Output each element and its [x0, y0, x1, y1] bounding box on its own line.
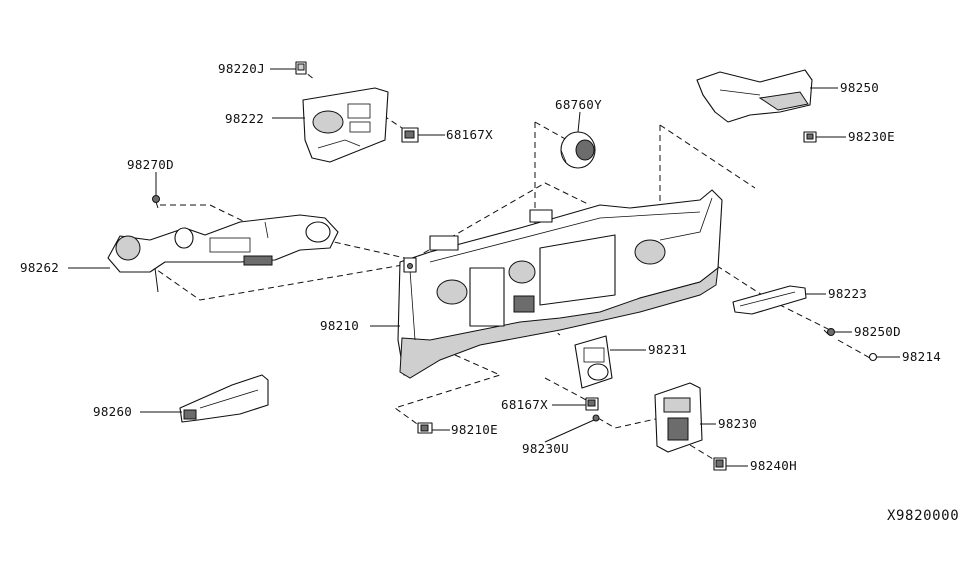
part-98270d-screw [152, 195, 160, 209]
label-98222: 98222 [225, 111, 264, 126]
label-98260: 98260 [93, 404, 132, 419]
label-98210e: 98210E [451, 422, 498, 437]
part-68760y-socket [560, 131, 596, 169]
label-98262: 98262 [20, 260, 59, 275]
label-98250: 98250 [840, 80, 879, 95]
part-68167x-bottom-clip [585, 397, 599, 411]
part-98222-bracket [302, 87, 389, 163]
part-98223-trim [732, 285, 807, 315]
diagram-reference-code: X9820000 [887, 508, 959, 524]
label-98270d: 98270D [127, 157, 174, 172]
part-98260-trim [179, 374, 269, 423]
label-98231: 98231 [648, 342, 687, 357]
label-98223: 98223 [828, 286, 867, 301]
label-68760y: 68760Y [555, 97, 602, 112]
leader-lines [68, 68, 900, 467]
part-68167x-top-clip [401, 127, 419, 143]
part-98230e-clip [803, 131, 817, 143]
part-98240h-clip [713, 457, 727, 471]
label-98220j: 98220J [218, 61, 265, 76]
label-98230e: 98230E [848, 129, 895, 144]
part-98250-bracket [696, 69, 813, 123]
part-98231-bracket [574, 335, 613, 389]
part-labels: 98220J 98222 68167X 98270D 98262 98210 9… [20, 61, 959, 524]
part-98250d-screw [823, 328, 835, 336]
part-98230u-screw [592, 414, 600, 422]
label-98240h: 98240H [750, 458, 797, 473]
part-98210e-clip [417, 422, 433, 434]
label-98230: 98230 [718, 416, 757, 431]
part-98214-cap [868, 352, 878, 362]
part-98210-instrument-panel [397, 189, 723, 379]
label-98250d: 98250D [854, 324, 901, 339]
label-98214: 98214 [902, 349, 941, 364]
part-98220j-clip [295, 61, 307, 75]
label-68167x-bottom: 68167X [501, 397, 548, 412]
label-98210: 98210 [320, 318, 359, 333]
part-98230-panel [654, 382, 703, 453]
label-98230u: 98230U [522, 441, 569, 456]
label-68167x-top: 68167X [446, 127, 493, 142]
part-98262-finisher [107, 214, 339, 293]
